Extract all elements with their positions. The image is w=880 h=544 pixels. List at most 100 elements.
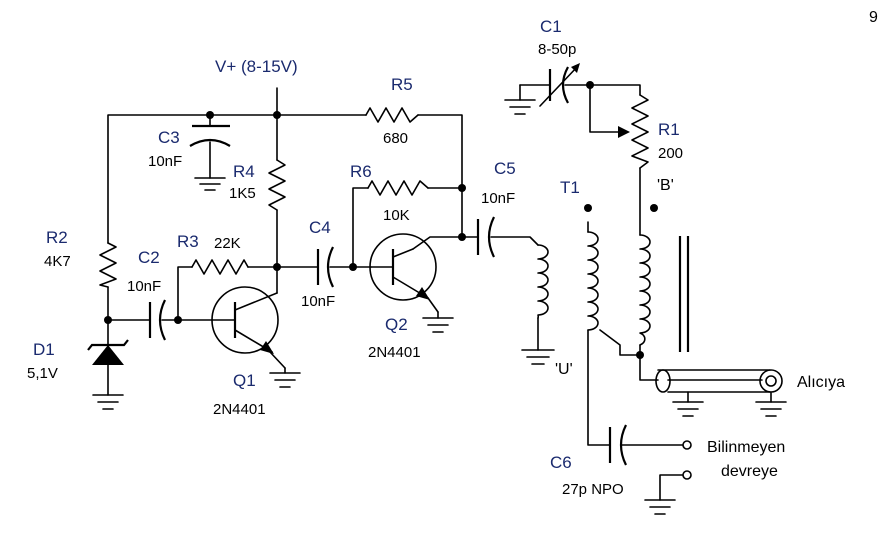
c5-plate-right [487, 216, 495, 258]
c3-ref: C3 [158, 128, 180, 147]
ground-q1 [269, 367, 301, 388]
r1-wiper-arrow [618, 126, 630, 138]
r6-value: 10K [383, 207, 410, 224]
t1-ref: T1 [560, 178, 580, 197]
c6-left-wire [587, 329, 611, 446]
junction-q2-collector [458, 233, 466, 241]
c4-value: 10nF [301, 293, 335, 310]
q2-emitter-arrow [416, 287, 430, 300]
q2-collector-wire [412, 236, 479, 250]
b-coil-bottom-wire [639, 344, 659, 381]
r3-resistor [191, 259, 249, 275]
r6-ref: R6 [350, 162, 372, 181]
c5-value: 10nF [481, 190, 515, 207]
junction-supply [273, 111, 281, 119]
ground-d1 [92, 394, 124, 410]
r5-value: 680 [383, 130, 408, 147]
c1-trim-arrowhead [571, 63, 580, 73]
c2-value: 10nF [127, 278, 161, 295]
q1-emitter-arrow [260, 341, 274, 354]
c1-trim-arrow [539, 65, 579, 107]
u-coil-bottom-wire [599, 329, 641, 356]
bnc-connector-inner [765, 375, 777, 387]
transistor-q1 [211, 286, 286, 369]
ground-q2 [422, 311, 454, 333]
c5-ref: C5 [494, 159, 516, 178]
grounds [92, 99, 787, 515]
coax-output [655, 369, 783, 480]
c5-right-wire [490, 236, 539, 246]
wires [107, 84, 772, 501]
q1-collector [234, 292, 278, 311]
junction-q1-collector [273, 263, 281, 271]
c2-plate-right [158, 299, 166, 341]
winding-b-label: 'B' [657, 177, 674, 194]
junction-q2-base [349, 263, 357, 271]
r1-value: 200 [658, 145, 683, 162]
ground-terminal [644, 499, 676, 515]
c3-plate-bottom [189, 138, 231, 147]
labels: V+ (8-15V) R5 680 C3 10nF R4 1K5 R6 10K … [27, 9, 878, 498]
q2-emitter-ground-lead [427, 297, 439, 313]
d1-value: 5,1V [27, 365, 58, 382]
ground-coax [672, 401, 704, 417]
c4-ref: C4 [309, 218, 331, 237]
bnc-connector-outer [759, 369, 783, 393]
q2-collector [392, 248, 414, 258]
terminal-unknown-signal [682, 440, 692, 450]
junction-d1 [104, 316, 112, 324]
junction-c1 [586, 81, 594, 89]
receiver-label: Alıcıya [797, 374, 845, 391]
ground-c1 [504, 99, 536, 115]
q2-ref: Q2 [385, 315, 408, 334]
junction-r6 [458, 184, 466, 192]
ground-terminal-wire [659, 474, 684, 501]
d1-triangle [92, 345, 124, 365]
coax-end-left [655, 369, 671, 393]
r4-ref: R4 [233, 162, 255, 181]
r4-resistor [268, 159, 286, 211]
r1-wiper-wire [589, 84, 629, 133]
r2-value: 4K7 [44, 253, 71, 270]
ground-bnc [755, 401, 787, 417]
c2-ref: C2 [138, 248, 160, 267]
t1-dot-u [584, 204, 592, 212]
c1-value: 8-50p [538, 41, 576, 58]
c1-plate-right [561, 66, 569, 104]
winding-u-label: 'U' [555, 361, 573, 378]
r5-right-wire [417, 114, 463, 238]
c1-ref: C1 [540, 17, 562, 36]
r6-left-wire [352, 187, 369, 268]
coil-u [587, 231, 599, 331]
c4-plate-right [326, 246, 334, 288]
r5-resistor [365, 107, 419, 123]
r2-ref: R2 [46, 228, 68, 247]
terminal-unknown-ground [682, 470, 692, 480]
c3-value: 10nF [148, 153, 182, 170]
c6-plate-right [619, 424, 627, 466]
q1-ref: Q1 [233, 371, 256, 390]
d1-bar [87, 339, 129, 351]
junctions [104, 81, 644, 359]
r2-resistor [99, 242, 117, 288]
d1-ref: D1 [33, 340, 55, 359]
capacitors [148, 63, 627, 466]
junction-b-coil [636, 351, 644, 359]
resistors [99, 94, 649, 288]
coil-b [639, 234, 651, 346]
q1-part: 2N4401 [213, 401, 266, 418]
junction-q1-base [174, 316, 182, 324]
ground-coil-left [521, 349, 555, 365]
transistor-q2 [369, 233, 439, 313]
supply-label: V+ (8-15V) [215, 57, 298, 76]
t1-dot-b [650, 204, 658, 212]
unknown-circuit-line2: devreye [721, 463, 778, 480]
corner-mark: 9 [869, 9, 878, 26]
r1-ref: R1 [658, 120, 680, 139]
r5-ref: R5 [391, 75, 413, 94]
c6-value: 27p NPO [562, 481, 624, 498]
q2-body [369, 233, 437, 301]
zener-diode-d1 [87, 339, 129, 365]
r3-value: 22K [214, 235, 241, 252]
